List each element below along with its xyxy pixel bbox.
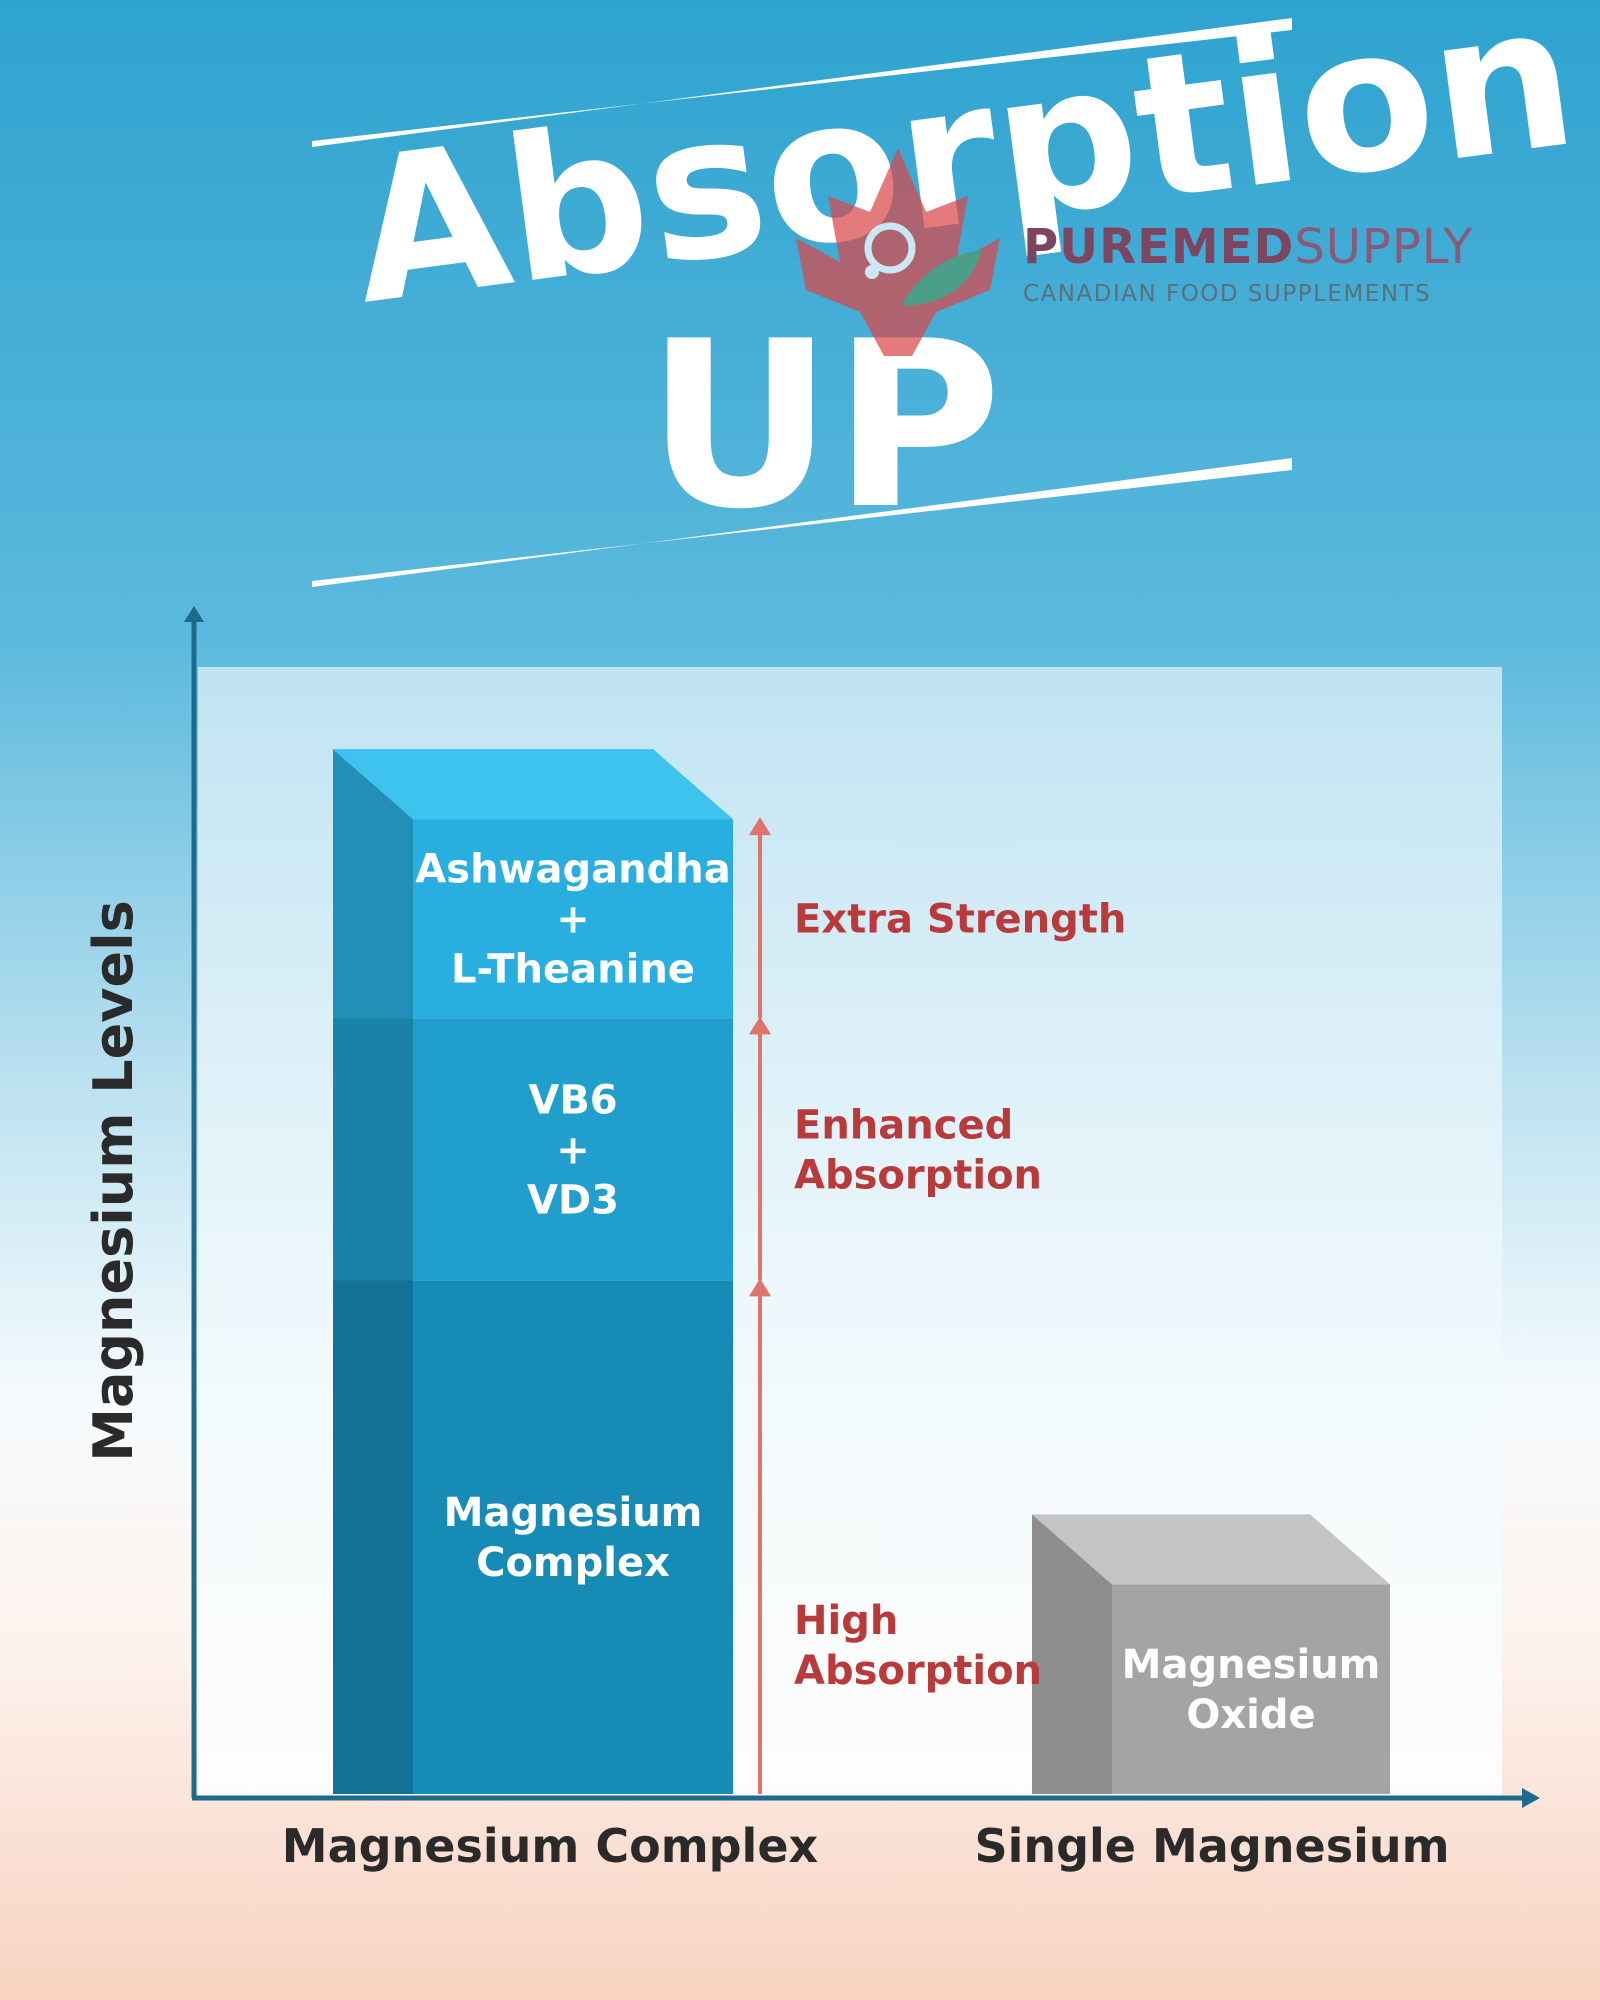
x-axis-arrow — [1522, 1788, 1540, 1808]
bar-segment — [1112, 1584, 1390, 1794]
header-title-line2: UP — [646, 293, 1001, 560]
annotation-label: Extra Strength — [794, 897, 1126, 943]
bar-side — [333, 1210, 413, 1794]
x-tick-label: Magnesium Complex — [282, 1819, 818, 1873]
bar-segment — [413, 819, 733, 1019]
axes — [184, 606, 1540, 1808]
brand-tagline: CANADIAN FOOD SUPPLEMENTS — [1023, 281, 1431, 307]
brand-logo: PUREMEDSUPPLY CANADIAN FOOD SUPPLEMENTS — [796, 148, 1474, 356]
header-stripe-bottom — [312, 458, 1292, 587]
annotation-arrowhead — [749, 817, 771, 836]
annotation-arrowhead — [749, 1278, 771, 1297]
annotation-arrowhead — [749, 1016, 771, 1035]
header-stripe-top — [312, 18, 1292, 147]
bar-side — [333, 948, 413, 1281]
brand-name: PUREMEDSUPPLY — [1023, 219, 1474, 275]
bar-segment — [413, 1018, 733, 1281]
bar-segment-label: Ashwagandha+L-Theanine — [415, 847, 730, 993]
bar-cap — [333, 749, 733, 820]
bar-cap — [1032, 1514, 1390, 1585]
maple-leaf-icon — [796, 148, 1000, 356]
y-axis-label: Magnesium Levels — [82, 900, 145, 1462]
x-tick-label: Single Magnesium — [974, 1819, 1449, 1873]
bar-segment-label: VB6+VD3 — [527, 1077, 619, 1223]
x-tick-labels: Magnesium Complex Single Magnesium — [282, 1819, 1450, 1873]
annotation: Extra Strength — [749, 817, 1126, 1019]
y-axis-arrow — [184, 606, 204, 622]
bar-segment — [413, 1280, 733, 1794]
bar-side — [333, 749, 413, 1019]
bar-side — [1032, 1514, 1112, 1794]
